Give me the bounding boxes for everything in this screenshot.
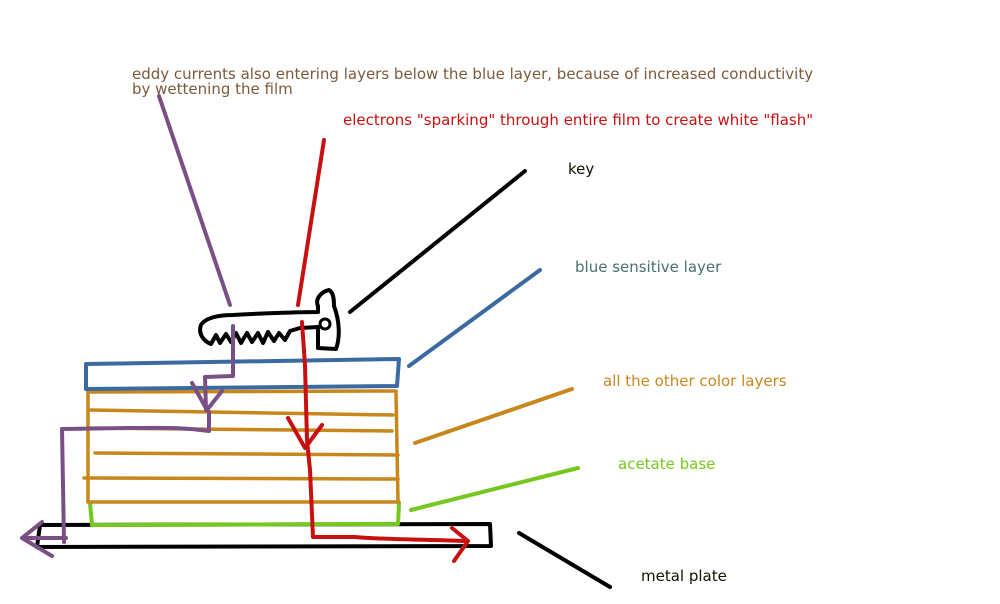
key-leader-line (348, 169, 527, 314)
color-layers-shape (82, 389, 401, 504)
blue-layer-leader-line (407, 268, 542, 368)
key-shape (198, 288, 341, 351)
key-label: key (568, 160, 595, 178)
acetate-base-shape (88, 501, 401, 527)
key-hole (318, 317, 332, 331)
electron-arrowhead-down (286, 416, 324, 450)
electron-path (300, 320, 467, 543)
acetate-label: acetate base (618, 455, 716, 473)
eddy-label-line2: by wettening the film (132, 80, 293, 98)
electrons-leader-line (296, 138, 326, 307)
color-layers-label: all the other color layers (603, 372, 787, 390)
metal-plate-label: metal plate (641, 567, 727, 585)
blue-layer-label: blue sensitive layer (575, 258, 722, 276)
electrons-label: electrons "sparking" through entire film… (343, 111, 814, 129)
eddy-current-arrowhead-down (190, 381, 224, 412)
blue-layer-shape (84, 357, 401, 391)
eddy-label-line1: eddy currents also entering layers below… (132, 65, 814, 83)
metal-plate-shape (35, 522, 493, 549)
color-layers-leader-line (413, 387, 574, 445)
eddy-current-arrow-left (20, 520, 68, 558)
electron-arrowhead-right (450, 526, 470, 563)
metal-plate-leader-line (517, 531, 612, 589)
acetate-leader-line (409, 466, 580, 512)
eddy-current-path (203, 324, 235, 412)
eddy-current-path-lower (60, 410, 211, 544)
eddy-leader-line (157, 94, 232, 307)
